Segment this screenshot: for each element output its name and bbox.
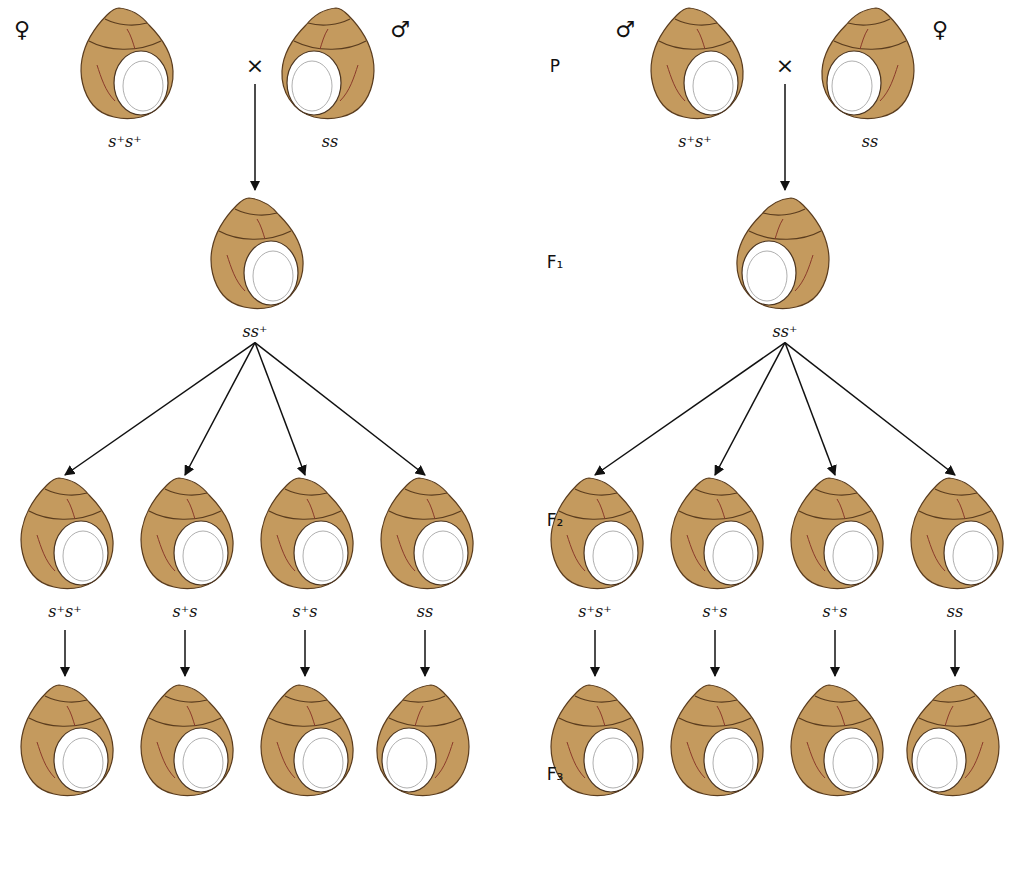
inheritance-arrow <box>785 343 955 475</box>
genotype-label: ss⁺ <box>243 323 268 341</box>
shell-node: s⁺s⁺ <box>640 5 750 151</box>
inheritance-arrow <box>185 343 255 475</box>
genotype-label: s⁺s <box>823 603 848 621</box>
symbol-label: F₂ <box>547 511 564 530</box>
genotype-label: ss <box>322 133 338 151</box>
shell-node: ss <box>815 5 925 151</box>
symbol-label: F₁ <box>547 253 564 272</box>
symbol-label: F₃ <box>547 765 564 784</box>
genotype-label: s⁺s <box>293 603 318 621</box>
inheritance-arrow <box>595 343 785 475</box>
shell-node: s⁺s⁺ <box>540 475 650 621</box>
shell-node: ss⁺ <box>200 195 310 341</box>
symbol-label: ♀ <box>14 18 30 42</box>
shell-node: ss⁺ <box>730 195 840 341</box>
symbol-label: ♀ <box>932 18 948 42</box>
genotype-label: ss⁺ <box>773 323 798 341</box>
shell-node: s⁺s⁺ <box>70 5 180 151</box>
genotype-label: s⁺s <box>703 603 728 621</box>
shell-node: s⁺s⁺ <box>10 475 120 621</box>
inheritance-arrow <box>65 343 255 475</box>
genotype-label: s⁺s⁺ <box>48 603 81 621</box>
genotype-label: ss <box>947 603 963 621</box>
shell-node: s⁺s <box>780 475 890 621</box>
genotype-label: s⁺s <box>173 603 198 621</box>
genotype-label: s⁺s⁺ <box>678 133 711 151</box>
shell-node: ss <box>370 475 480 621</box>
symbol-label: P <box>550 57 560 76</box>
genotype-label: s⁺s⁺ <box>108 133 141 151</box>
genotype-label: s⁺s⁺ <box>578 603 611 621</box>
shell-node: s⁺s <box>250 475 360 621</box>
symbol-label: × <box>246 54 264 78</box>
inheritance-arrow <box>255 343 425 475</box>
symbol-label: × <box>776 54 794 78</box>
symbol-label: ♂ <box>390 18 410 42</box>
genotype-label: ss <box>862 133 878 151</box>
shell-node: s⁺s <box>660 475 770 621</box>
shell-node: ss <box>275 5 385 151</box>
shell-node: ss <box>900 475 1010 621</box>
inheritance-arrow <box>715 343 785 475</box>
shell-node: s⁺s <box>130 475 240 621</box>
genotype-label: ss <box>417 603 433 621</box>
symbol-label: ♂ <box>615 18 635 42</box>
